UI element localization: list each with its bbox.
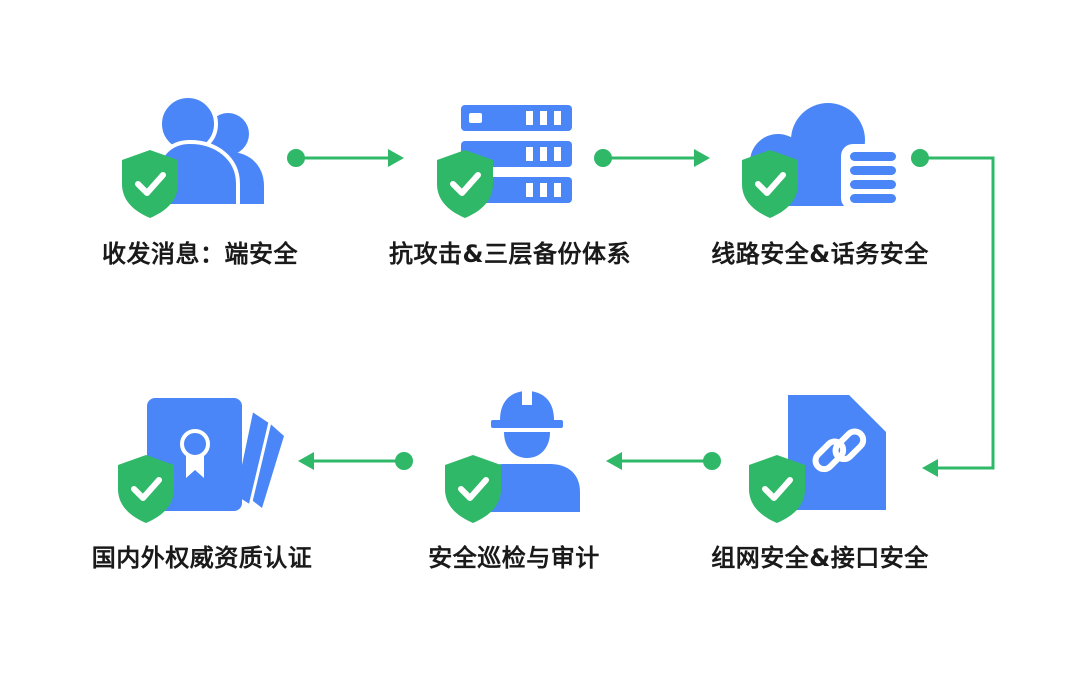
connector-arrow [298,452,413,470]
connector-arrow [594,149,710,167]
shield-check-icon [118,455,174,523]
step-label-anti-attack-backup: 抗攻击&三层备份体系 [389,240,631,268]
shield-check-icon [749,455,805,523]
connector-arrow [911,149,995,477]
shield-check-icon [742,150,798,218]
users-icon [155,94,264,208]
step-label-inspection-audit: 安全巡检与审计 [428,544,600,572]
link-document-icon [788,395,886,510]
step-label-end-security: 收发消息：端安全 [102,240,298,268]
step-label-line-call-security: 线路安全&话务安全 [711,240,929,268]
step-label-network-interface-security: 组网安全&接口安全 [711,544,929,572]
server-icon [461,105,572,203]
connector-arrow [606,452,721,470]
connector-arrow [287,149,404,167]
shield-check-icon [437,150,493,218]
shield-check-icon [445,455,501,523]
step-label-certification: 国内外权威资质认证 [91,544,313,572]
